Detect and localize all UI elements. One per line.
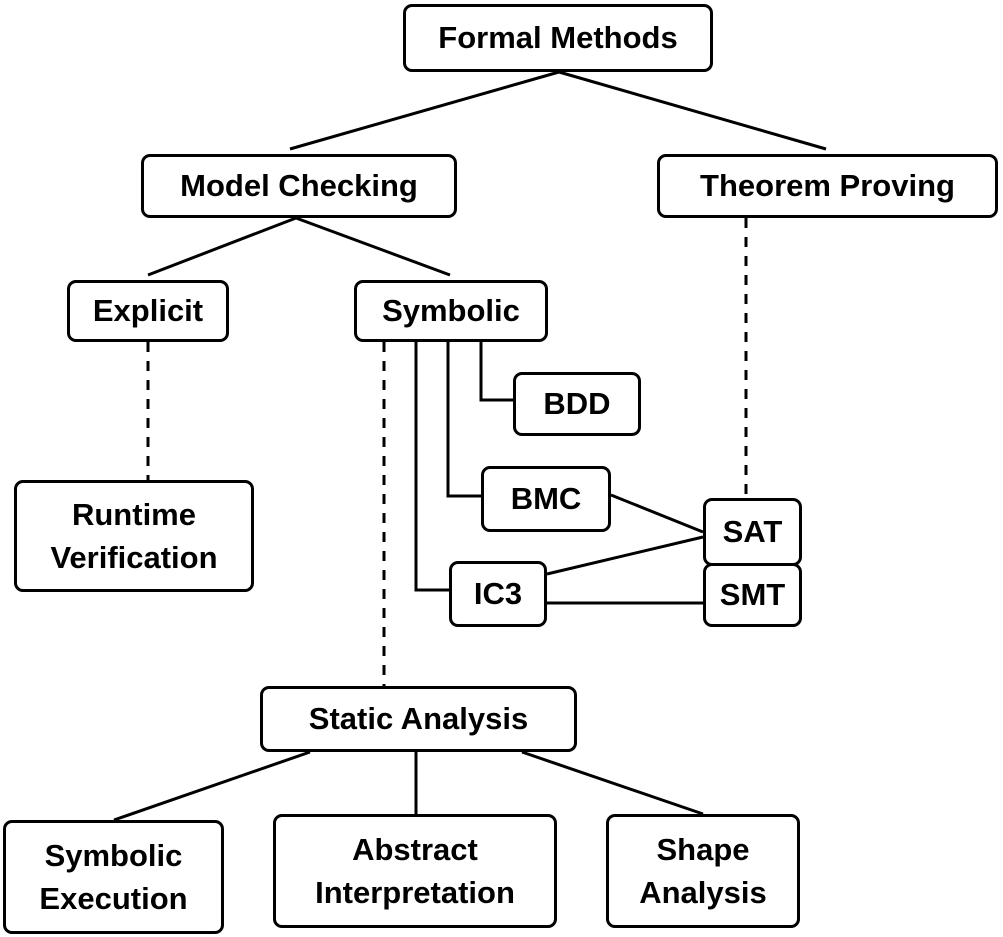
label-line: BDD xyxy=(543,386,611,422)
label-line: IC3 xyxy=(473,576,523,612)
node-runtime-verification: Runtime Verification xyxy=(14,480,254,592)
node-symbolic-execution-label: Symbolic Execution xyxy=(39,834,187,921)
edge-static-analysis-to-shape-analysis xyxy=(521,750,704,816)
node-theorem-proving-label: Theorem Proving xyxy=(700,164,955,207)
label-line: Runtime xyxy=(71,496,196,532)
label-line: Shape xyxy=(656,831,750,867)
node-symbolic-label: Symbolic xyxy=(382,289,520,332)
node-smt: SMT xyxy=(703,563,802,627)
label-line: Symbolic xyxy=(382,293,520,329)
label-line: Execution xyxy=(39,881,188,916)
label-line: Verification xyxy=(50,540,218,575)
node-static-analysis-label: Static Analysis xyxy=(309,697,528,740)
edge-model-checking-to-explicit xyxy=(147,216,297,277)
node-sat-label: SAT xyxy=(723,510,783,553)
edge-bmc-to-sat xyxy=(610,493,704,534)
label-line: Static Analysis xyxy=(308,701,529,737)
node-static-analysis: Static Analysis xyxy=(260,686,577,752)
edge-symbolic-to-bdd xyxy=(479,342,513,402)
node-smt-label: SMT xyxy=(720,573,785,616)
node-bdd-label: BDD xyxy=(543,382,610,425)
node-abstract-interpretation: Abstract Interpretation xyxy=(273,814,557,928)
node-ic3: IC3 xyxy=(449,561,547,627)
label-line: Analysis xyxy=(639,875,767,910)
edge-static-analysis-to-symbolic-execution xyxy=(113,750,311,822)
label-line: Model Checking xyxy=(180,168,418,204)
node-bmc-label: BMC xyxy=(511,477,582,520)
node-formal-methods-label: Formal Methods xyxy=(438,16,677,59)
node-runtime-verification-label: Runtime Verification xyxy=(50,493,217,580)
node-shape-analysis: Shape Analysis xyxy=(606,814,800,928)
label-line: SMT xyxy=(719,577,786,613)
node-ic3-label: IC3 xyxy=(474,572,522,615)
edge-symbolic-to-bmc xyxy=(446,342,481,498)
node-formal-methods: Formal Methods xyxy=(403,4,713,72)
edge-model-checking-to-symbolic xyxy=(295,216,451,277)
node-sat: SAT xyxy=(703,498,802,566)
label-line: BMC xyxy=(510,481,582,517)
label-line: Symbolic xyxy=(44,837,183,873)
node-model-checking-label: Model Checking xyxy=(180,164,418,207)
label-line: Interpretation xyxy=(315,875,515,910)
edge-ic3-to-sat xyxy=(546,535,704,576)
edge-symbolic-to-ic3 xyxy=(414,342,449,592)
node-symbolic: Symbolic xyxy=(354,280,548,342)
node-model-checking: Model Checking xyxy=(141,154,457,218)
edge-formal-methods-to-theorem-proving xyxy=(558,70,827,151)
node-bdd: BDD xyxy=(513,372,641,436)
node-symbolic-execution: Symbolic Execution xyxy=(3,820,224,934)
node-shape-analysis-label: Shape Analysis xyxy=(639,828,767,915)
node-explicit-label: Explicit xyxy=(93,289,203,332)
label-line: Explicit xyxy=(92,293,204,329)
label-line: Formal Methods xyxy=(438,20,678,56)
label-line: Abstract xyxy=(352,831,478,867)
label-line: Theorem Proving xyxy=(700,168,955,204)
node-abstract-interpretation-label: Abstract Interpretation xyxy=(315,828,515,915)
label-line: SAT xyxy=(722,514,783,550)
edge-formal-methods-to-model-checking xyxy=(289,70,560,151)
node-theorem-proving: Theorem Proving xyxy=(657,154,998,218)
node-bmc: BMC xyxy=(481,466,611,532)
node-explicit: Explicit xyxy=(67,280,229,342)
